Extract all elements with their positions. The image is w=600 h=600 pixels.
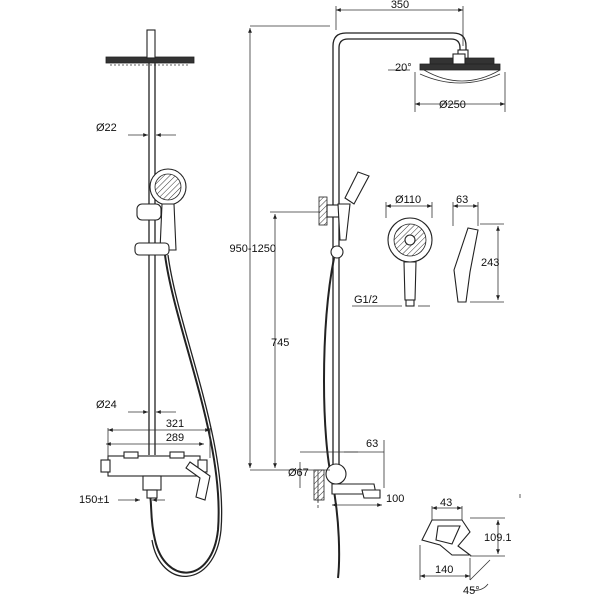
dim-tilt-angle: 20° (395, 62, 412, 74)
dim-lever-length: 140 (435, 564, 453, 576)
dim-inlet-centres: 150±1 (79, 494, 110, 506)
front-mixer (100, 451, 211, 501)
dim-escutcheon-diameter: Ø67 (288, 467, 309, 479)
dim-mixer-body-length: 289 (166, 432, 184, 444)
dim-handset-depth: 63 (456, 194, 468, 206)
dim-mixer-length: 321 (166, 418, 184, 430)
dim-connection-thread: G1/2 (354, 294, 378, 306)
dim-handset-length: 243 (481, 257, 499, 269)
dim-head-diameter: Ø250 (439, 99, 466, 111)
dim-pipe-diameter-lower: Ø24 (96, 399, 117, 411)
dim-pipe-diameter-upper: Ø22 (96, 122, 117, 134)
lever-detail (419, 494, 521, 591)
front-view (100, 29, 223, 577)
dim-lever-angle: 45° (463, 585, 480, 597)
dim-spout-offset: 63 (366, 438, 378, 450)
side-mixer (313, 463, 381, 501)
side-hand-shower (330, 171, 370, 259)
side-riser-arm (332, 32, 467, 470)
handset-detail (352, 202, 504, 307)
dim-lever-width: 43 (440, 497, 452, 509)
dim-bracket-height: 745 (271, 337, 289, 349)
rain-head-detail (388, 53, 506, 112)
dim-handset-diameter: Ø110 (395, 194, 421, 206)
dim-lever-height: 109.1 (484, 532, 512, 544)
dim-adjustable-height: 950-1250 (230, 243, 277, 255)
front-hand-shower (134, 168, 187, 256)
dim-head-arm-length: 350 (391, 0, 409, 11)
dim-spout-length: 100 (386, 493, 404, 505)
front-hose (149, 254, 220, 574)
